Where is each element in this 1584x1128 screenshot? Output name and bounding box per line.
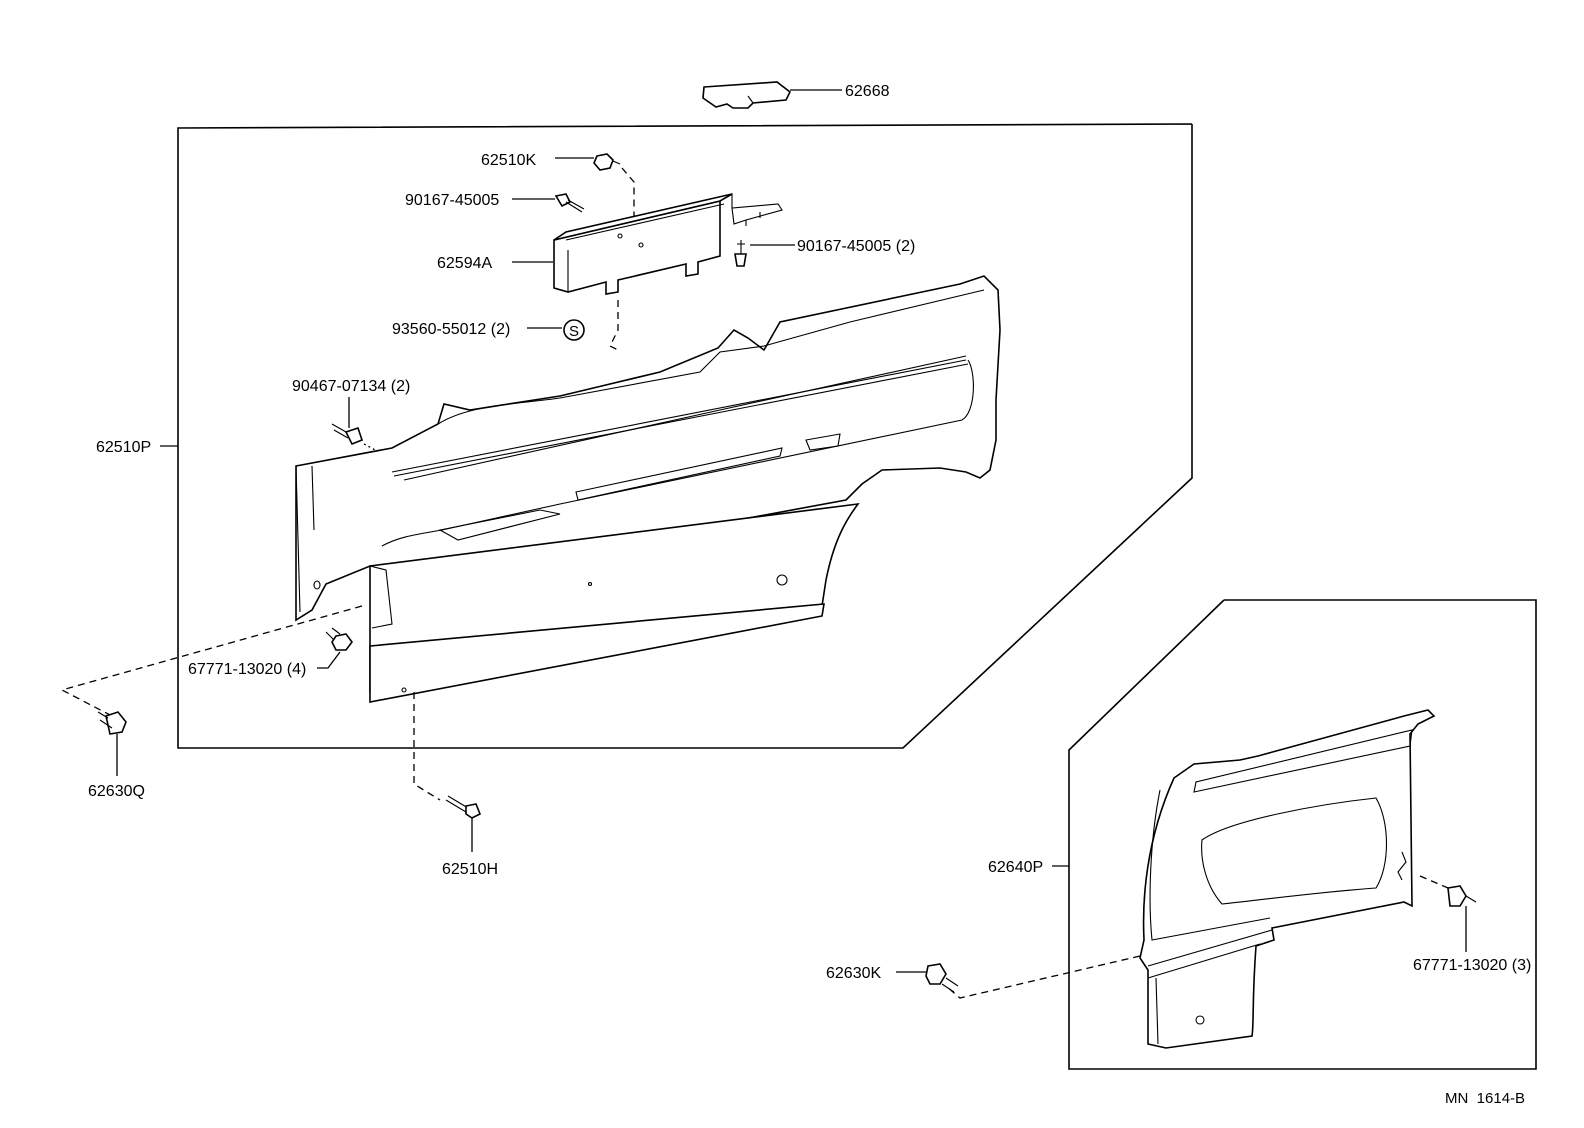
label-62510P: 62510P [96,439,151,456]
label-62510K: 62510K [481,152,536,169]
label-90167-45005-2: 90167-45005 (2) [797,238,915,255]
pin-62510H [445,795,482,819]
clip-67771-13020-4 [325,627,353,651]
label-62510H: 62510H [442,861,498,878]
label-62640P: 62640P [988,859,1043,876]
label-93560-55012-2: 93560-55012 (2) [392,321,510,338]
label-62630Q: 62630Q [88,783,145,800]
clip-67771-13020-3 [1447,885,1477,907]
label-67771-13020-3: 67771-13020 (3) [1413,957,1531,974]
fastener-93560-55012: S [563,319,585,341]
clip-62630Q [97,711,127,735]
drawing-number: MN 1614-B [1445,1090,1525,1107]
clip-62510K [593,153,621,171]
screw-90167-45005 [554,193,585,213]
panel-62640P [1139,709,1436,1049]
label-62630K: 62630K [826,965,881,982]
cover-62668 [702,81,792,109]
label-62594A: 62594A [437,255,492,272]
main-frame [177,123,1193,749]
clip-62630K [925,963,959,993]
label-90167-45005: 90167-45005 [405,192,499,209]
clip-90467-07134 [331,423,363,446]
panel-62510P [295,275,1001,703]
label-67771-13020-4: 67771-13020 (4) [188,661,306,678]
bracket-62594A [553,193,783,295]
s-symbol: S [569,323,579,340]
label-62668: 62668 [845,83,890,100]
screw-90167-45005-2 [734,240,747,267]
label-90467-07134-2: 90467-07134 (2) [292,378,410,395]
sub-frame [1068,599,1537,1070]
